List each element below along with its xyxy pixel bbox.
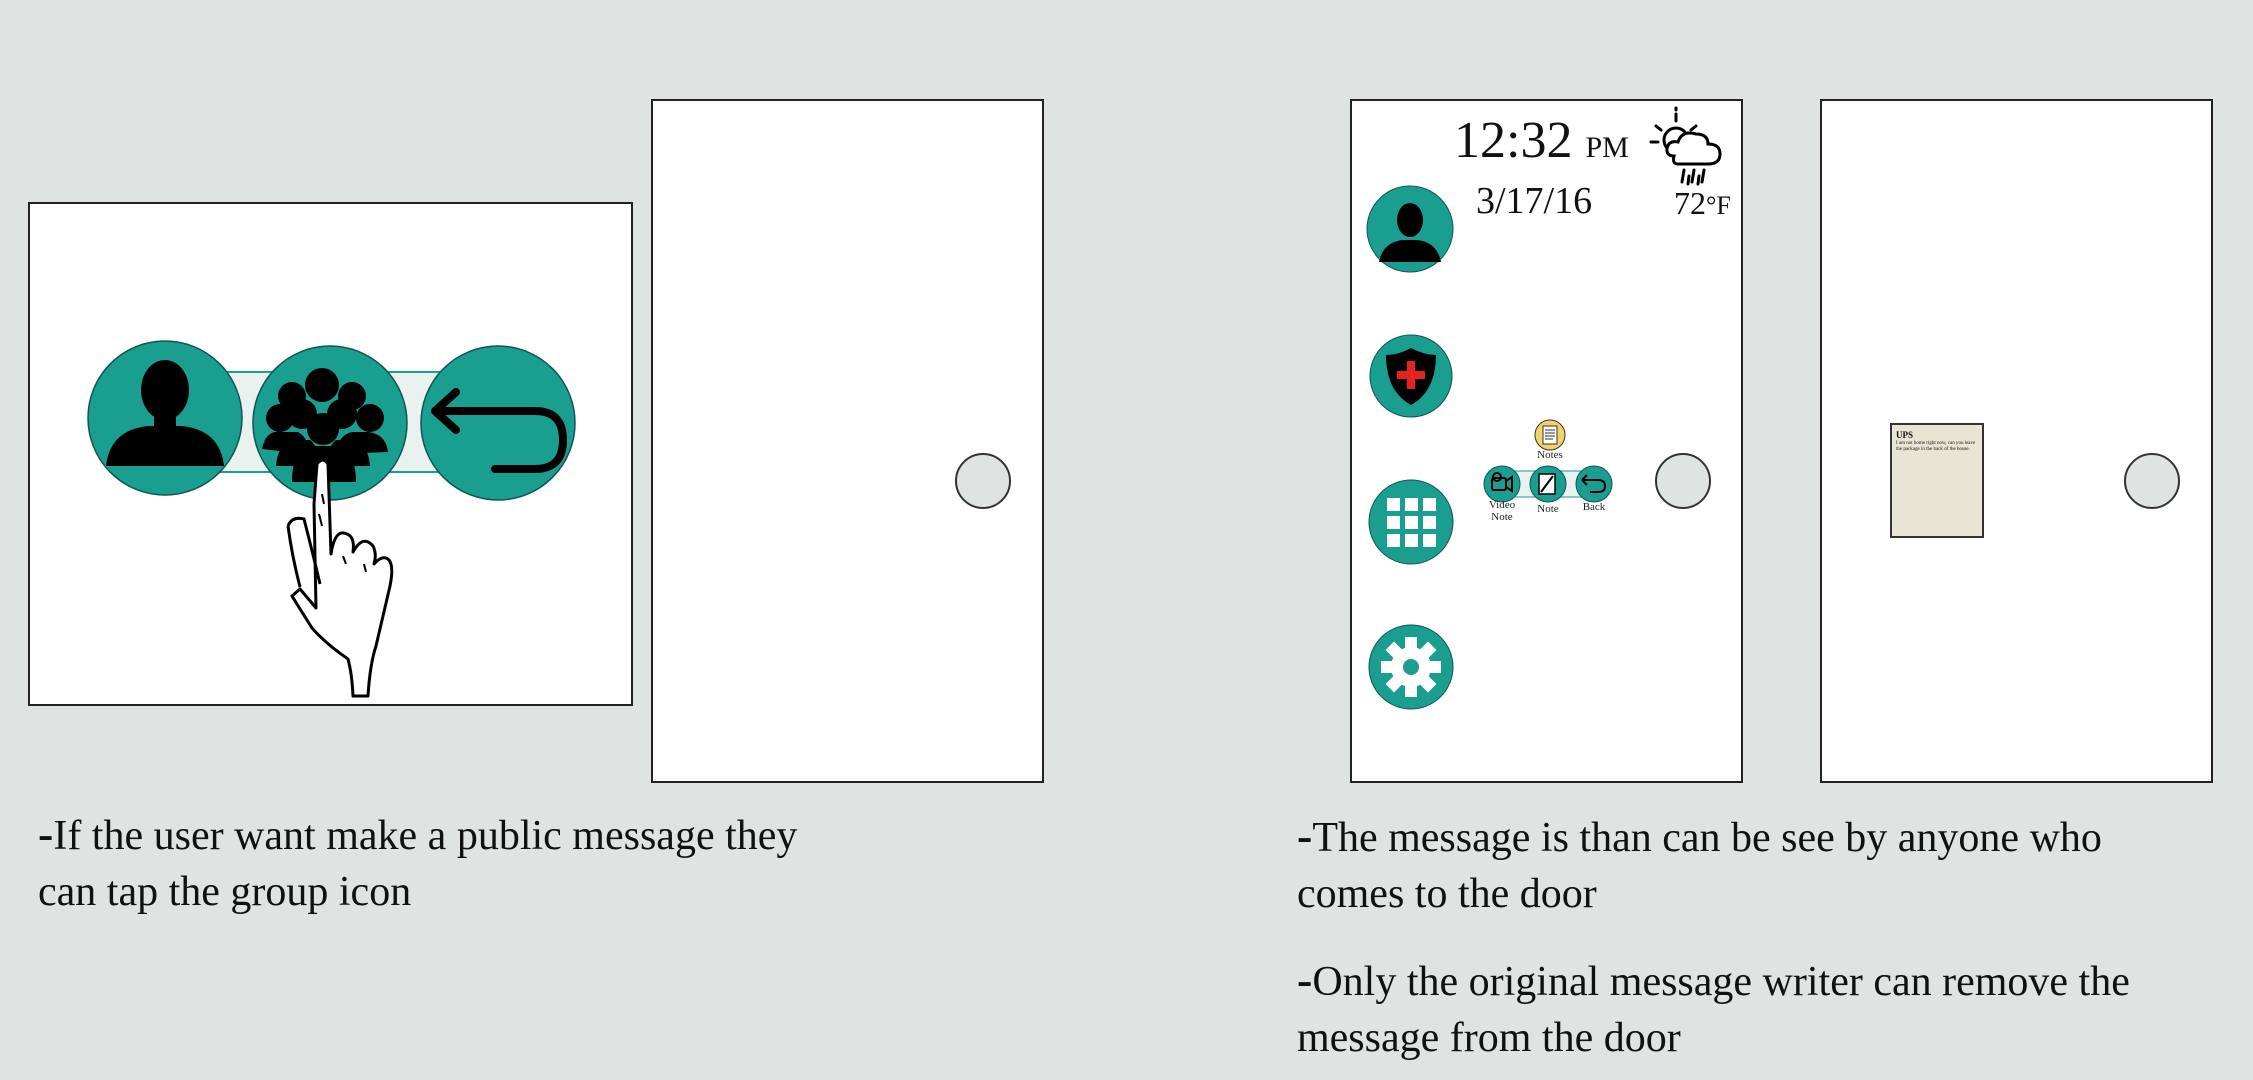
caption-left: -If the user want make a public message … [38,806,797,920]
notes-icon[interactable] [1534,419,1566,451]
settings-gear-button[interactable] [1367,623,1455,711]
door-knob[interactable] [1655,453,1711,509]
posted-note-card[interactable]: UPS I am not home right now, can you lea… [1890,423,1984,538]
door-screen-panel: 12:32 PM 3/17/16 72°F [1350,99,1743,783]
mini-action-bar [1483,465,1613,503]
door-knob[interactable] [2124,453,2180,509]
back-label: Back [1582,501,1606,513]
caption-right-1-line2: comes to the door [1297,871,1597,917]
tablet-zoom-panel [28,202,633,706]
door-panel-blank [651,99,1044,783]
note-card-body: I am not home right now, can you leave t… [1896,441,1976,452]
temperature-display: 72°F [1674,185,1731,221]
caption-right-1-line1: The message is than can be see by anyone… [1312,815,2102,861]
video-note-icon[interactable] [1483,465,1521,503]
weather-rain-sun-icon [1649,106,1722,186]
back-arrow-icon[interactable] [420,345,576,501]
mini-back-icon[interactable] [1575,465,1613,503]
clock-ampm: PM [1585,131,1629,164]
door-knob[interactable] [955,453,1011,509]
caption-left-line2: can tap the group icon [38,869,412,915]
note-edit-icon[interactable] [1529,465,1567,503]
caption-right-2-line1: Only the original message writer can rem… [1312,959,2130,1005]
apps-grid-button[interactable] [1367,478,1455,566]
profile-button[interactable] [1365,184,1455,274]
door-panel-with-note: UPS I am not home right now, can you lea… [1820,99,2213,783]
caption-left-line1: If the user want make a public message t… [53,813,798,859]
pointing-hand-icon [286,458,394,698]
note-card-title: UPS [1896,430,1914,440]
icon-bar-illustration [87,340,576,698]
group-icon[interactable] [252,345,408,501]
clock-time: 12:32 PM [1454,112,1629,169]
caption-right-2-line2: message from the door [1297,1015,1681,1061]
note-label: Note [1537,503,1559,515]
date-display: 3/17/16 [1476,180,1593,222]
caption-right-1: -The message is than can be see by anyon… [1297,808,2102,922]
caption-right-2: -Only the original message writer can re… [1297,952,2130,1066]
notes-label: Notes [1537,449,1563,461]
person-icon[interactable] [87,340,243,496]
security-shield-button[interactable] [1368,333,1454,419]
